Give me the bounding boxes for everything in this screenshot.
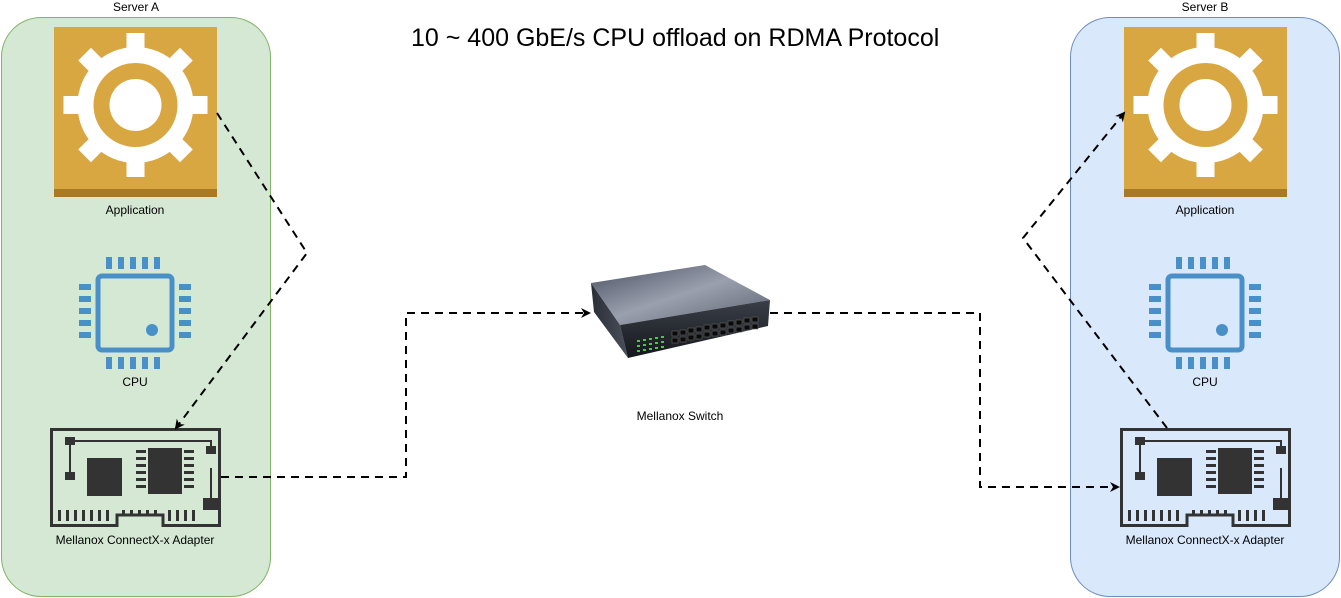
server-b-application-label: Application xyxy=(1175,203,1235,217)
server-a-application-gear-icon xyxy=(54,27,217,197)
switch-label: Mellanox Switch xyxy=(636,409,724,423)
connector-switch-to-adapter-b xyxy=(770,312,1120,492)
server-b-label: Server B xyxy=(1181,0,1229,14)
server-a-cpu-label: CPU xyxy=(122,375,148,389)
server-b-network-card-icon xyxy=(1120,428,1291,527)
connector-adapter-b-to-app-b xyxy=(1021,111,1168,429)
server-a-cpu-chip-icon xyxy=(79,257,191,369)
server-a-label: Server A xyxy=(112,0,160,14)
server-a-adapter-label: Mellanox ConnectX-x Adapter xyxy=(55,533,215,547)
server-b-cpu-chip-icon xyxy=(1149,257,1261,369)
server-a-network-card-icon xyxy=(50,428,221,527)
server-b-cpu-label: CPU xyxy=(1192,375,1218,389)
server-b-application-gear-icon xyxy=(1124,27,1287,197)
diagram-title: 10 ~ 400 GbE/s CPU offload on RDMA Proto… xyxy=(411,24,940,52)
network-switch-icon xyxy=(591,265,770,358)
connector-app-a-to-adapter-a xyxy=(174,112,309,430)
server-a-application-label: Application xyxy=(105,203,165,217)
server-b-adapter-label: Mellanox ConnectX-x Adapter xyxy=(1125,533,1285,547)
connector-adapter-a-to-switch xyxy=(221,308,591,478)
